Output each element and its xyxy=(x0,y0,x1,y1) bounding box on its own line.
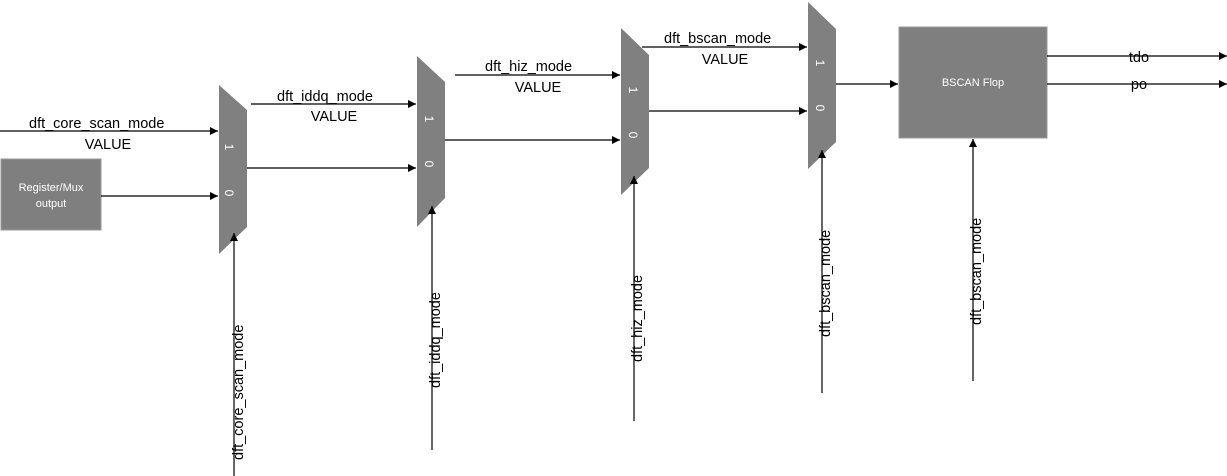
mux-iddq-value-label: VALUE xyxy=(311,109,358,125)
mux-iddq-input-label: dft_iddq_mode xyxy=(277,89,373,105)
bscan-flop-label: BSCAN Flop xyxy=(942,77,1004,89)
mux-bscan-value-label: VALUE xyxy=(702,52,749,68)
mux-iddq-pin1: 1 xyxy=(422,116,436,123)
tdo-output-label: tdo xyxy=(1129,50,1149,66)
mux-core-scan-pin0: 0 xyxy=(222,190,236,197)
mux-core-scan-input-label: dft_core_scan_mode xyxy=(29,116,164,132)
bscan-flop-block: BSCAN Flop xyxy=(898,26,1048,139)
mux-hiz-input-label: dft_hiz_mode xyxy=(485,59,572,75)
mux-bscan-body xyxy=(808,2,836,169)
mux-hiz-body xyxy=(621,28,649,195)
mux-hiz-pin0: 0 xyxy=(626,132,640,139)
mux-hiz-value-label: VALUE xyxy=(515,80,562,96)
mux-bscan-input-label: dft_bscan_mode xyxy=(664,31,771,47)
mux-core-scan-pin1: 1 xyxy=(222,144,236,151)
register-block-label-line2: output xyxy=(36,198,67,210)
mux-bscan: 1 0 xyxy=(808,2,836,169)
mux-iddq-body xyxy=(417,56,445,227)
mux-hiz: 1 0 xyxy=(621,28,649,195)
mux-iddq-pin0: 0 xyxy=(422,161,436,168)
po-output-label: po xyxy=(1131,77,1147,93)
mux-hiz-pin1: 1 xyxy=(626,87,640,94)
register-block-label-line1: Register/Mux xyxy=(19,182,84,194)
mux-core-scan-select-label: dft_core_scan_mode xyxy=(231,325,247,460)
mux-bscan-pin1: 1 xyxy=(813,60,827,67)
mux-bscan-pin0: 0 xyxy=(813,105,827,112)
register-mux-output-block: Register/Mux output xyxy=(0,158,102,231)
mux-core-scan-value-label: VALUE xyxy=(85,137,132,153)
mux-core-scan: 1 0 xyxy=(219,85,247,254)
mux-core-scan-body xyxy=(219,85,247,254)
mux-hiz-select-label: dft_hiz_mode xyxy=(630,275,646,362)
flop-select-label: dft_bscan_mode xyxy=(969,218,985,325)
mux-bscan-select-label: dft_bscan_mode xyxy=(818,230,834,337)
mux-iddq: 1 0 xyxy=(417,56,445,227)
mux-iddq-select-label: dft_iddq_mode xyxy=(428,292,444,388)
